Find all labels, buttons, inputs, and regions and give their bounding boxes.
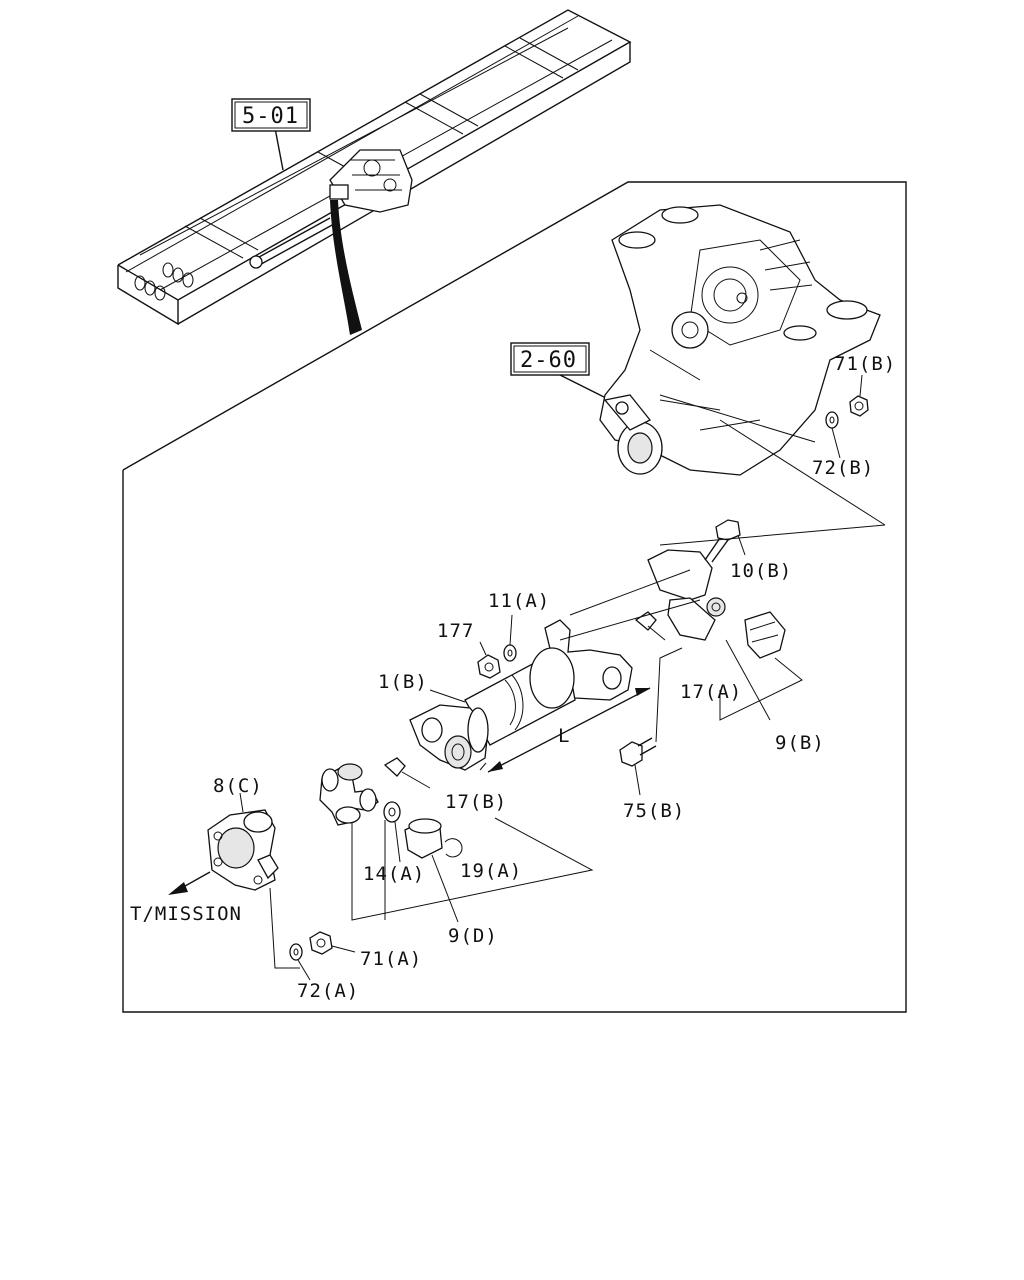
- rear-universal-joint: [634, 519, 786, 659]
- callout-71a: 71(A): [360, 948, 422, 970]
- callout-17a: 17(A): [680, 681, 742, 703]
- bolt-75b: [619, 647, 683, 796]
- callout-72a: 72(A): [297, 980, 359, 1002]
- chassis-frame: [117, 9, 632, 335]
- front-universal-joint: [319, 757, 594, 923]
- washer-11a: [503, 614, 517, 662]
- housing-reference-box: 2-60: [510, 342, 611, 401]
- flange-yoke-8c: [168, 792, 300, 969]
- callout-75b: 75(B): [623, 800, 685, 822]
- nut-71b: [849, 374, 869, 417]
- callout-8c: 8(C): [213, 775, 263, 797]
- callout-11a: 11(A): [488, 590, 550, 612]
- propeller-shaft: [409, 619, 651, 773]
- nut-177: [477, 641, 501, 679]
- direction-label: T/MISSION: [130, 903, 242, 925]
- callout-10b: 10(B): [730, 560, 792, 582]
- washer-72b: [825, 411, 841, 459]
- callout-72b: 72(B): [812, 457, 874, 479]
- washer-72a: [289, 943, 311, 981]
- detail-panel-border: [122, 181, 907, 1013]
- zoom-leader: [330, 200, 362, 335]
- callout-71b: 71(B): [834, 353, 896, 375]
- callout-19a: 19(A): [460, 860, 522, 882]
- frame-reference-box: 5-01: [231, 98, 311, 132]
- transfer-housing: [599, 204, 886, 526]
- housing-reference-label: 2-60: [520, 348, 577, 373]
- callout-1b: 1(B): [378, 671, 428, 693]
- frame-reference-label: 5-01: [242, 104, 299, 129]
- callout-177: 177: [437, 620, 474, 642]
- callout-17b: 17(B): [445, 791, 507, 813]
- callout-14a: 14(A): [363, 863, 425, 885]
- dimension-l: L: [558, 725, 570, 747]
- callout-9b: 9(B): [775, 732, 825, 754]
- callout-9d: 9(D): [448, 925, 498, 947]
- nut-71a: [309, 931, 356, 955]
